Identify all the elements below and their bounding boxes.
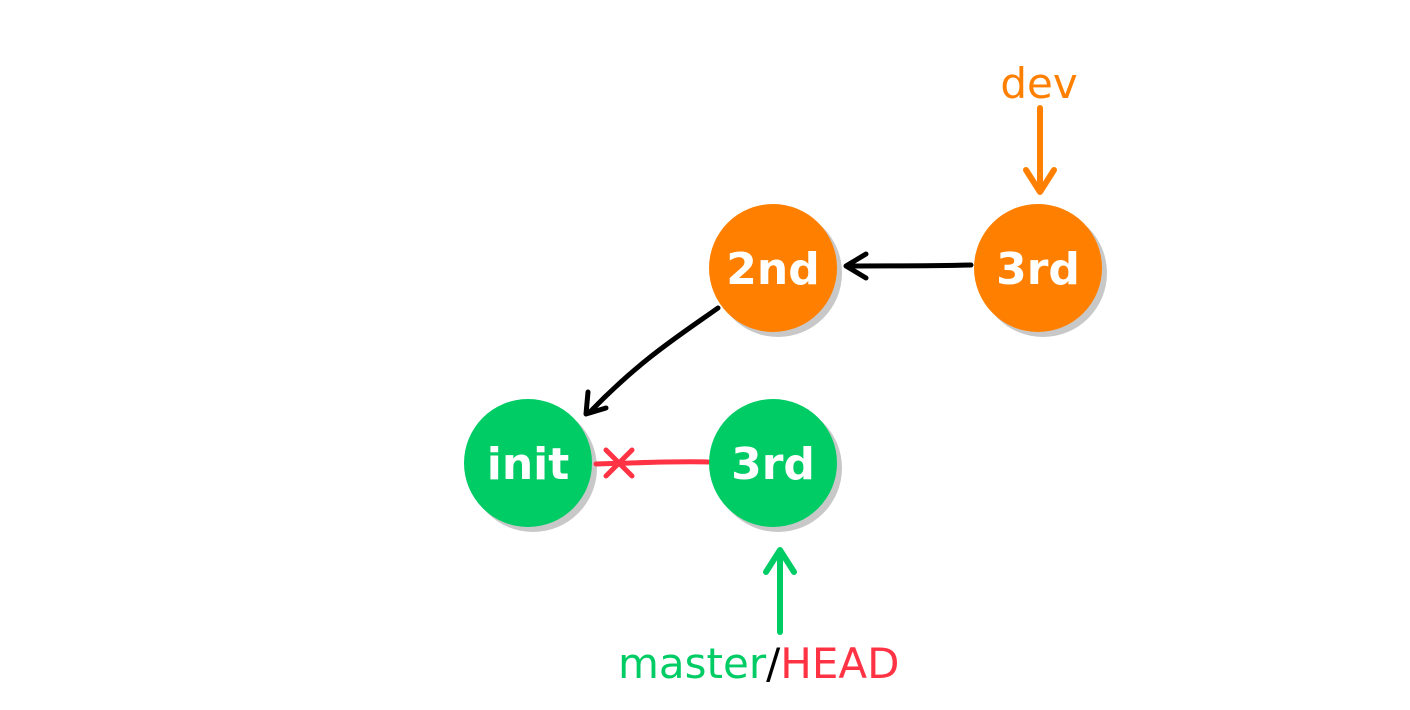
commit-node-dev-3rd: 3rd [974,204,1102,332]
commit-label-2nd: 2nd [726,244,819,295]
ref-separator: / [766,639,781,688]
commit-label-master-3rd: 3rd [731,439,815,490]
head-label: HEAD [780,639,899,688]
commit-node-init: init [464,399,592,527]
commit-label-init: init [487,439,570,490]
edge-dev3rd-to-2nd [843,251,974,281]
edge-2nd-to-init [583,305,721,417]
branch-label-master: master [618,639,767,688]
edge-master3rd-to-init-removed [593,447,711,479]
dev-pointer-arrow [1023,105,1057,195]
commit-node-master-3rd: 3rd [709,399,837,527]
commit-label-dev-3rd: 3rd [996,244,1080,295]
removed-x-icon [603,447,635,479]
branch-label-dev: dev [1000,59,1077,108]
ref-label-group: master/HEAD [618,639,899,688]
master-pointer-arrow [763,547,797,635]
commit-node-2nd: 2nd [709,204,837,332]
